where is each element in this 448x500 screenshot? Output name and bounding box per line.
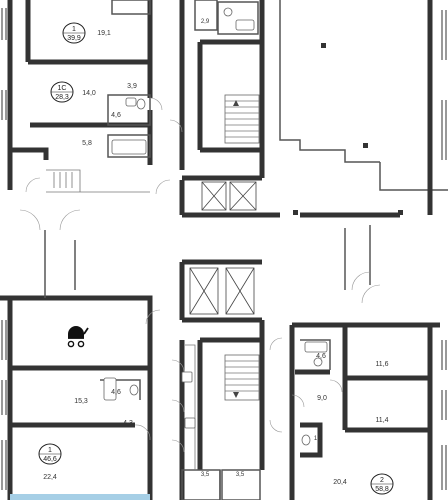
door-14 (269, 419, 283, 433)
stairs-left-entry (53, 172, 73, 188)
door-4 (59, 209, 81, 231)
room-labels: 19,1 2,9 14,0 3,9 4,6 5,8 15,3 4,6 4,3 2… (43, 19, 388, 486)
room-area-label: 4,6 (316, 353, 326, 360)
apt-badge-top-left-1c[interactable]: 1С 28,3 (50, 81, 74, 103)
room-area-label: 4,6 (111, 389, 121, 396)
elevator-bottom-left (189, 267, 219, 315)
door-7 (351, 271, 371, 291)
room-area-label: 1,8 (314, 436, 323, 442)
sink-top (125, 97, 137, 107)
room-area-label: 2,9 (201, 19, 210, 25)
partition-3-5-a (181, 469, 221, 500)
toilet-central-top (223, 7, 233, 17)
door-6 (155, 179, 171, 195)
door-9 (145, 309, 161, 325)
apt-number: 1С (58, 85, 67, 92)
room-area-label: 11,4 (375, 417, 388, 424)
partition-corr-bot (185, 344, 196, 470)
bathtub-bl (103, 377, 117, 401)
apt-area: 28,3 (55, 94, 69, 101)
room-area-label: 22,4 (43, 474, 57, 481)
room-area-label: 19,1 (97, 30, 111, 37)
elevator-bottom-right (225, 267, 255, 315)
doors (19, 97, 381, 453)
partition-3-5-b (221, 469, 261, 500)
toilet-wc (301, 434, 311, 446)
partition-stair-left (46, 169, 81, 192)
room-area-label: 9,0 (317, 395, 327, 402)
room-area-label: 14,0 (82, 90, 96, 97)
partition-2-9 (194, 0, 218, 31)
door-13 (171, 439, 185, 453)
apt-area: 39,9 (67, 35, 81, 42)
door-5 (169, 119, 183, 133)
wall-left-closet (10, 147, 49, 160)
toilet-top (136, 98, 146, 110)
wall-tr-inner-b (379, 162, 448, 191)
sink-corridor (181, 371, 193, 383)
bathtub-top (111, 139, 147, 155)
apt-badge-bottom-left-1[interactable]: 1 46,6 (38, 443, 62, 465)
room-area-label: 3,5 (201, 472, 210, 478)
apt-badge-bottom-right-2[interactable]: 2 58,8 (370, 473, 394, 495)
room-area-label: 15,3 (74, 398, 88, 405)
door-1 (149, 97, 163, 111)
wall-tr-inner (279, 0, 380, 163)
door-3 (19, 209, 41, 231)
selected-apartment-window-strip (10, 494, 150, 500)
partition-bath-lower (107, 134, 151, 158)
door-2 (25, 177, 41, 193)
toilet-bl (129, 384, 139, 396)
stairs-bottom (224, 354, 260, 401)
door-15 (134, 424, 151, 441)
room-area-label: 20,4 (333, 479, 347, 486)
windows (1, 8, 447, 500)
apt-number: 2 (380, 477, 384, 484)
room-area-label: 4,6 (111, 112, 121, 119)
door-17 (329, 379, 343, 393)
columns (293, 43, 403, 215)
door-11 (171, 359, 185, 373)
room-area-label: 11,6 (375, 361, 388, 368)
partitions (46, 0, 331, 500)
door-8 (361, 284, 381, 304)
door-16 (291, 394, 305, 408)
partition-bath-4-6 (107, 94, 151, 126)
partition-top-closet (111, 0, 151, 15)
stairs-top (224, 94, 260, 144)
apt-area: 46,6 (43, 456, 57, 463)
partition-bath-top (217, 1, 259, 35)
door-12 (171, 399, 185, 413)
bathtub-br (304, 341, 328, 353)
apt-number: 1 (48, 447, 52, 454)
apt-area: 58,8 (375, 486, 389, 493)
room-area-label: 5,8 (82, 140, 92, 147)
door-10 (269, 337, 283, 351)
sink-corridor-2 (184, 417, 196, 429)
wall-wc (300, 422, 323, 458)
elevator-top-right (229, 181, 257, 211)
room-area-label: 4,3 (123, 420, 133, 427)
apt-number: 1 (72, 26, 76, 33)
wall-bl-top (0, 295, 153, 500)
apt-badge-top-left-1[interactable]: 1 39,9 (62, 22, 86, 44)
room-area-label: 3,5 (236, 472, 245, 478)
toilet-br (313, 357, 323, 367)
fixtures (103, 7, 328, 446)
elevator-top-left (201, 181, 227, 211)
room-area-label: 3,9 (127, 83, 137, 90)
bathtub-central-top (235, 19, 255, 31)
partition-br-bath (300, 339, 331, 370)
stroller-icon (67, 326, 89, 348)
elevators (189, 181, 257, 315)
